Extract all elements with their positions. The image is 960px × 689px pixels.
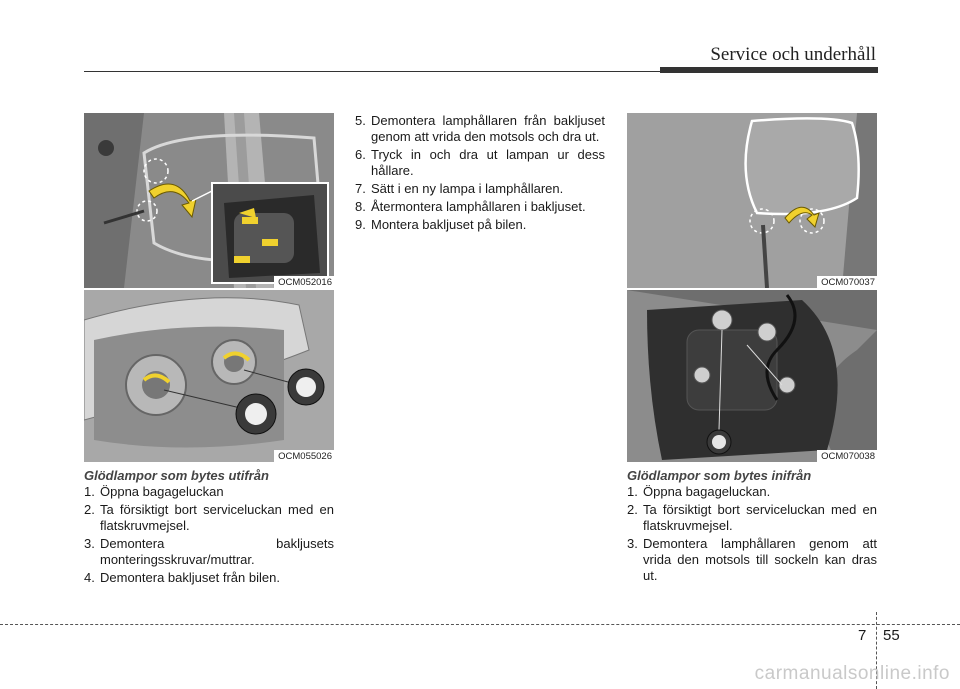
bulb-holder-illustration — [627, 290, 877, 462]
step-item: 6.Tryck in och dra ut lampan ur dess hål… — [355, 147, 605, 178]
page-number: 55 — [883, 627, 900, 644]
step-item: 2.Ta försiktigt bort serviceluckan med e… — [84, 502, 334, 533]
figure-interior-hatch: OCM070037 — [627, 113, 877, 288]
steps-list-outside: 1.Öppna bagageluckan 2.Ta försiktigt bor… — [84, 484, 334, 586]
header-rule-accent — [660, 67, 878, 73]
step-item: 1.Öppna bagageluckan — [84, 484, 224, 499]
step-item: 8.Återmontera lamphållaren i bakljuset. — [355, 199, 586, 214]
chapter-number: 7 — [858, 627, 867, 644]
page-header-title: Service och underhåll — [710, 44, 876, 65]
step-item: 1.Öppna bagageluckan. — [627, 484, 771, 499]
step-item: 7.Sätt i en ny lampa i lamphållaren. — [355, 181, 564, 196]
service-hatch-illustration — [84, 113, 334, 288]
left-column-text: Glödlampor som bytes utifrån 1.Öppna bag… — [84, 468, 334, 588]
step-item: 3.Demontera lamphållaren genom att vrida… — [627, 536, 877, 583]
middle-column-text: 5.Demontera lamphållaren från bakljuset … — [355, 113, 605, 235]
footer-rule — [0, 624, 960, 625]
figure-code: OCM070038 — [817, 450, 877, 462]
watermark: carmanualsonline.info — [754, 663, 950, 684]
header-rule — [84, 71, 660, 72]
section-title-inside: Glödlampor som bytes inifrån — [627, 468, 812, 483]
step-item: 5.Demontera lamphållaren från bakljuset … — [355, 113, 605, 144]
step-item: 4.Demontera bakljuset från bilen. — [84, 570, 280, 585]
interior-hatch-illustration — [627, 113, 877, 288]
section-title-outside: Glödlampor som bytes utifrån — [84, 468, 269, 483]
figure-service-hatch: OCM052016 — [84, 113, 334, 288]
step-item: 2.Ta försiktigt bort serviceluckan med e… — [627, 502, 877, 533]
figure-tail-lamp-unit: OCM055026 — [84, 290, 334, 462]
steps-list-continued: 5.Demontera lamphållaren från bakljuset … — [355, 113, 605, 233]
footer-divider — [876, 612, 877, 689]
figure-code: OCM055026 — [274, 450, 334, 462]
step-item: 9.Montera bakljuset på bilen. — [355, 217, 527, 232]
right-column-text: Glödlampor som bytes inifrån 1.Öppna bag… — [627, 468, 877, 586]
figure-code: OCM070037 — [817, 276, 877, 288]
steps-list-inside: 1.Öppna bagageluckan. 2.Ta försiktigt bo… — [627, 484, 877, 584]
figure-code: OCM052016 — [274, 276, 334, 288]
step-item: 3.Demontera bakljusets monteringsskruvar… — [84, 536, 334, 567]
tail-lamp-illustration — [84, 290, 334, 462]
figure-bulb-holder: OCM070038 — [627, 290, 877, 462]
